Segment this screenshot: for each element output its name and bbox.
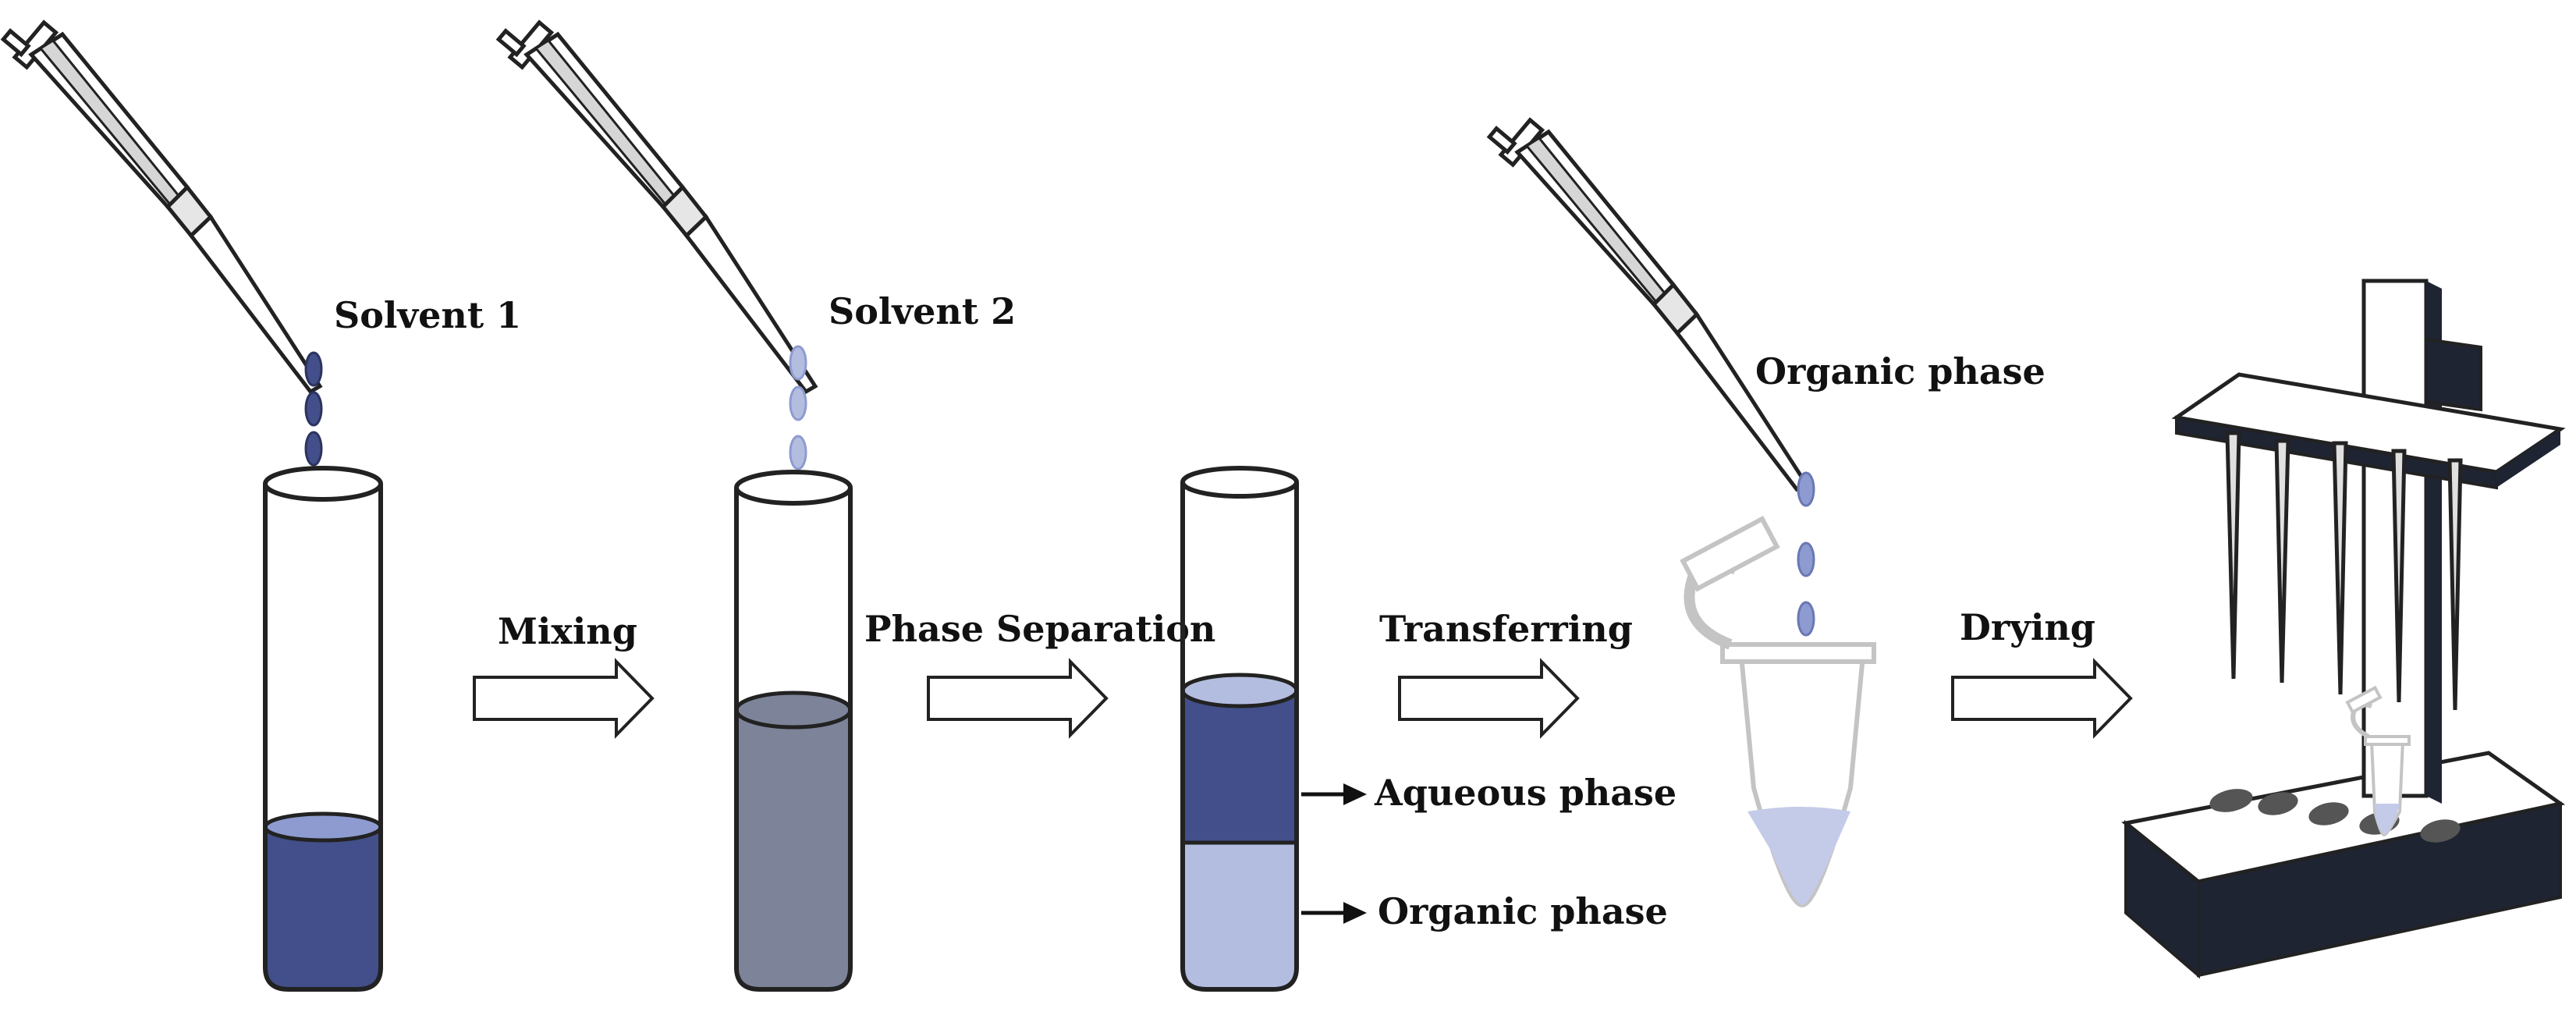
drop-organic <box>1797 601 1815 637</box>
step-label-drying: Drying <box>1960 606 2095 648</box>
label-organic-phase-top: Organic phase <box>1755 350 2046 392</box>
drop-solvent1 <box>304 431 323 467</box>
drop-solvent2 <box>789 385 807 421</box>
drop-solvent1 <box>304 391 323 427</box>
test-tube-3 <box>1180 466 1299 992</box>
nitrogen-evaporator <box>2121 279 2566 979</box>
arrow-drying: Drying <box>1951 606 2133 739</box>
label-solvent-1: Solvent 1 <box>334 294 521 336</box>
step-label-transferring: Transferring <box>1379 608 1633 650</box>
drop-solvent2 <box>789 435 807 470</box>
test-tube-1 <box>263 466 383 992</box>
arrow-phase-separation: Phase Separation <box>864 608 1215 739</box>
label-aqueous-phase: Aqueous phase <box>1374 772 1677 814</box>
pipette-icon <box>1489 120 1806 489</box>
arrow-transferring: Transferring <box>1379 608 1633 739</box>
label-organic-phase-bottom: Organic phase <box>1378 890 1668 932</box>
microcentrifuge-tube <box>1680 516 1876 908</box>
drop-solvent2 <box>789 345 807 381</box>
drop-organic <box>1797 541 1815 577</box>
drop-solvent1 <box>304 351 323 387</box>
drop-organic <box>1797 471 1815 507</box>
pointer-aqueous: Aqueous phase <box>1301 772 1677 814</box>
pointer-organic: Organic phase <box>1301 890 1668 932</box>
arrow-mixing: Mixing <box>473 610 655 739</box>
pipette-icon <box>499 23 815 392</box>
step-label-phase-separation: Phase Separation <box>864 608 1215 650</box>
step-label-mixing: Mixing <box>498 610 637 652</box>
test-tube-2 <box>734 470 853 992</box>
pipette-icon <box>3 23 320 392</box>
label-solvent-2: Solvent 2 <box>829 290 1016 332</box>
